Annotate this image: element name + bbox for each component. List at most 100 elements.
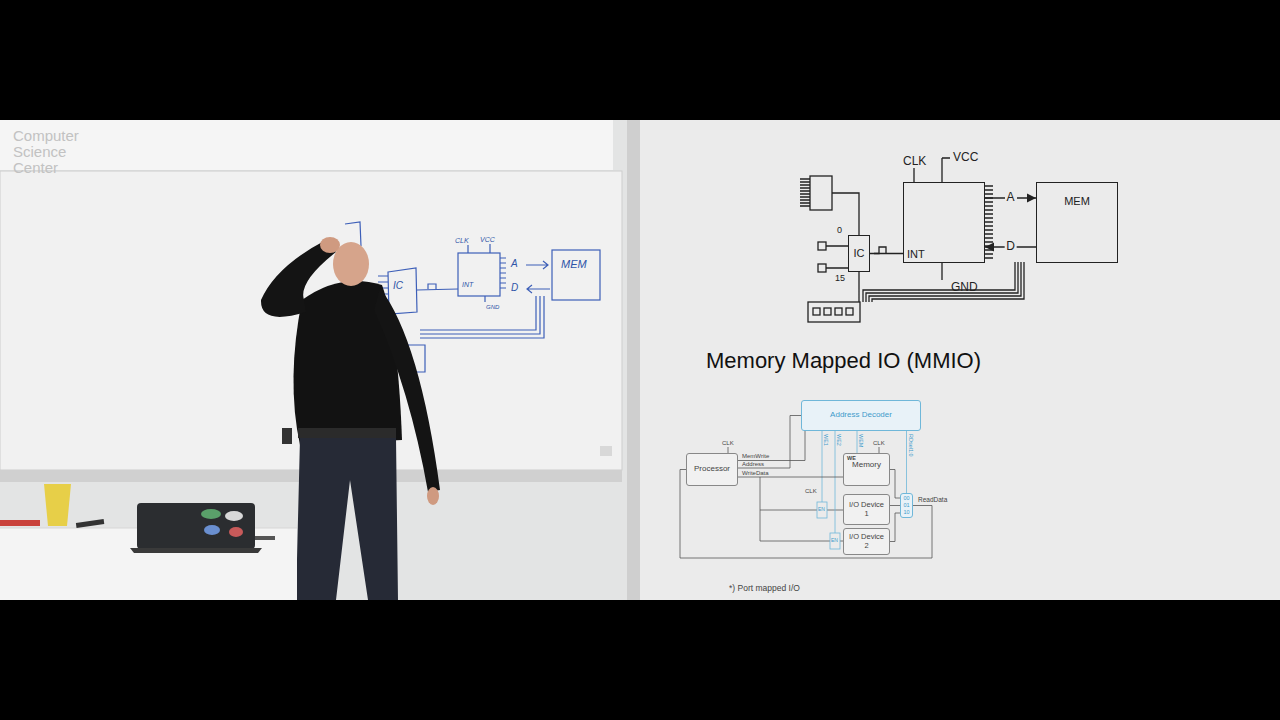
signal-name: WE2 <box>836 434 842 446</box>
signal-name: WriteData <box>742 470 769 477</box>
writedata-wire <box>760 477 830 541</box>
sketch-pulse <box>428 284 436 289</box>
enable-gate <box>817 502 827 518</box>
connector-pin <box>824 308 831 315</box>
ic-input-wire <box>826 246 848 268</box>
sketch-power <box>468 244 490 302</box>
connector <box>890 470 900 499</box>
memwrite-wire <box>738 431 805 461</box>
laptop-sticker <box>225 511 243 521</box>
signal-name: CLK <box>722 440 734 447</box>
node-text: Address Decoder <box>830 411 892 420</box>
cable <box>255 536 275 540</box>
laptop-sticker <box>229 527 243 537</box>
whiteboard-signal: D <box>511 282 518 293</box>
signal-name: Address <box>742 461 764 468</box>
footnote: *) Port mapped I/O <box>729 584 800 593</box>
signal-name: CLK <box>873 440 885 447</box>
connector <box>890 513 900 542</box>
decoder-box: Address Decoder <box>801 400 921 431</box>
node-text: Processor <box>694 465 730 474</box>
decoder-wiring <box>817 431 840 549</box>
gate-name: EN <box>818 507 825 513</box>
connector <box>906 431 907 493</box>
read-multiplexer: 000110 <box>900 493 913 518</box>
remote <box>76 519 104 528</box>
sketch-arrow-d <box>527 285 550 293</box>
wall <box>0 120 627 600</box>
node-text: I/O Device 1 <box>849 501 885 518</box>
data-bus <box>859 262 1024 302</box>
sketch-cpu <box>458 253 500 296</box>
connector-pin <box>813 308 820 315</box>
signal-name: CLK <box>903 155 926 168</box>
node-text: IC <box>854 247 865 259</box>
device-connector <box>808 302 860 322</box>
pulse-symbol <box>874 247 886 254</box>
cpu-chip: INT <box>903 182 985 263</box>
signal-name: GND <box>951 281 978 294</box>
sketch-ic <box>388 268 417 314</box>
input-pad <box>818 242 826 250</box>
sketch-mem <box>552 250 600 300</box>
pin-header <box>810 176 832 210</box>
whiteboard-part: MEM <box>561 258 587 270</box>
signal-name: ReadData <box>918 496 947 503</box>
whiteboard <box>0 171 622 470</box>
whiteboard-signal: A <box>511 258 518 269</box>
watermark: Computer Science Center <box>13 128 98 175</box>
signal-name: VCC <box>953 151 978 164</box>
whiteboard-part: IC <box>393 280 403 291</box>
laptop-sticker <box>201 509 221 519</box>
io-device-box: I/O Device 2 <box>843 528 890 555</box>
sketch-wire <box>417 289 458 290</box>
pin-number: 0 <box>837 226 842 236</box>
connector <box>870 253 903 254</box>
header-pins <box>800 179 810 206</box>
signal-name: WE1 <box>823 434 829 446</box>
laptop-base <box>130 548 262 553</box>
signal-name: CLK <box>805 488 817 495</box>
node-text: MEM <box>1064 195 1090 207</box>
laptop-sticker <box>204 525 220 535</box>
laptop-lid <box>137 503 255 549</box>
bus-label: D <box>1004 240 1017 253</box>
lecturer-hand <box>320 237 340 253</box>
node-text: INT <box>907 248 925 260</box>
connector <box>857 431 858 453</box>
connector <box>738 477 843 478</box>
node-text: 10 <box>903 509 909 515</box>
pens <box>0 520 40 526</box>
node-text: 00 <box>903 495 909 501</box>
slide <box>640 120 1280 600</box>
whiteboard-signal: GND <box>486 304 499 311</box>
node-text: Memory <box>847 461 886 470</box>
connector <box>890 505 900 506</box>
memory-chip: MEM <box>1036 182 1118 263</box>
bus-label: A <box>1004 191 1016 204</box>
node-text: I/O Device 2 <box>849 533 885 550</box>
enable-gate <box>830 533 840 549</box>
input-pad <box>818 264 826 272</box>
separator <box>627 120 640 600</box>
lecturer-belt <box>298 428 396 438</box>
desk <box>0 484 297 600</box>
slide-circuit <box>800 158 1024 322</box>
upper-board <box>0 120 613 170</box>
sketch-bus <box>420 296 544 338</box>
ic-chip: IC <box>848 235 870 272</box>
sketch-arrow-a <box>526 261 548 269</box>
lecturer-mic-pack <box>282 428 292 444</box>
gate-name: EN <box>831 538 838 544</box>
sketch-cpu-pins <box>500 258 506 288</box>
processor-box: Processor <box>686 453 738 486</box>
io-device-box: I/O Device 1 <box>843 494 890 525</box>
pin-number: 15 <box>835 274 845 284</box>
cup <box>44 484 71 526</box>
signal-name: MemWrite <box>742 453 769 460</box>
header-wire <box>832 193 859 235</box>
